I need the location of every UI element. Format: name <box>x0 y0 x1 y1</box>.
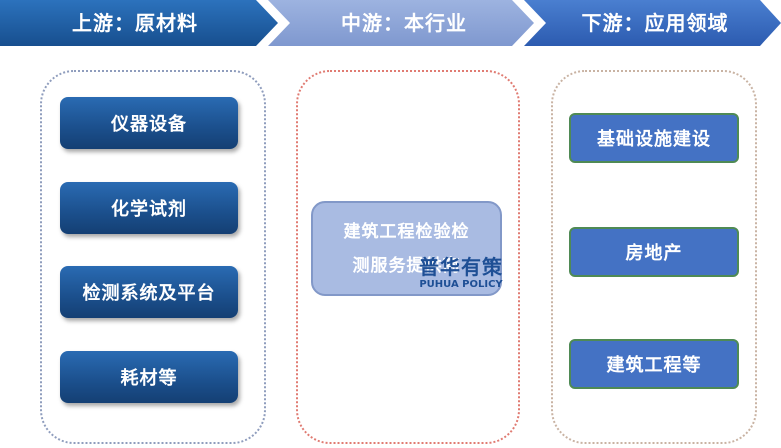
downstream-item-construction: 建筑工程等 <box>569 339 739 389</box>
midstream-item-line1: 建筑工程检验检 <box>343 221 470 242</box>
downstream-arrow <box>524 0 781 46</box>
midstream-item-service-provider: 建筑工程检验检 测服务提供商 <box>311 201 502 296</box>
downstream-item-real-estate: 房地产 <box>569 227 739 277</box>
watermark-logo: 普华有策 PUHUA POLICY <box>416 255 506 291</box>
midstream-label: 中游：本行业 <box>341 11 467 35</box>
stage-header-bar: 上游：原材料 中游：本行业 下游：应用领域 <box>0 0 781 46</box>
midstream-item-line2: 测服务提供商 <box>352 255 461 276</box>
upstream-item-consumables: 耗材等 <box>60 351 238 403</box>
upstream-arrow <box>0 0 278 46</box>
downstream-item-infrastructure: 基础设施建设 <box>569 113 739 163</box>
watermark-sub: PUHUA POLICY <box>419 279 503 290</box>
upstream-item-reagents: 化学试剂 <box>60 182 238 234</box>
upstream-label: 上游：原材料 <box>72 11 198 35</box>
upstream-item-testing-systems: 检测系统及平台 <box>60 266 238 318</box>
watermark-main: 普华有策 <box>419 255 503 279</box>
midstream-arrow <box>268 0 534 46</box>
downstream-label: 下游：应用领域 <box>581 11 729 35</box>
stage-arrows <box>0 0 781 46</box>
upstream-item-instruments: 仪器设备 <box>60 97 238 149</box>
